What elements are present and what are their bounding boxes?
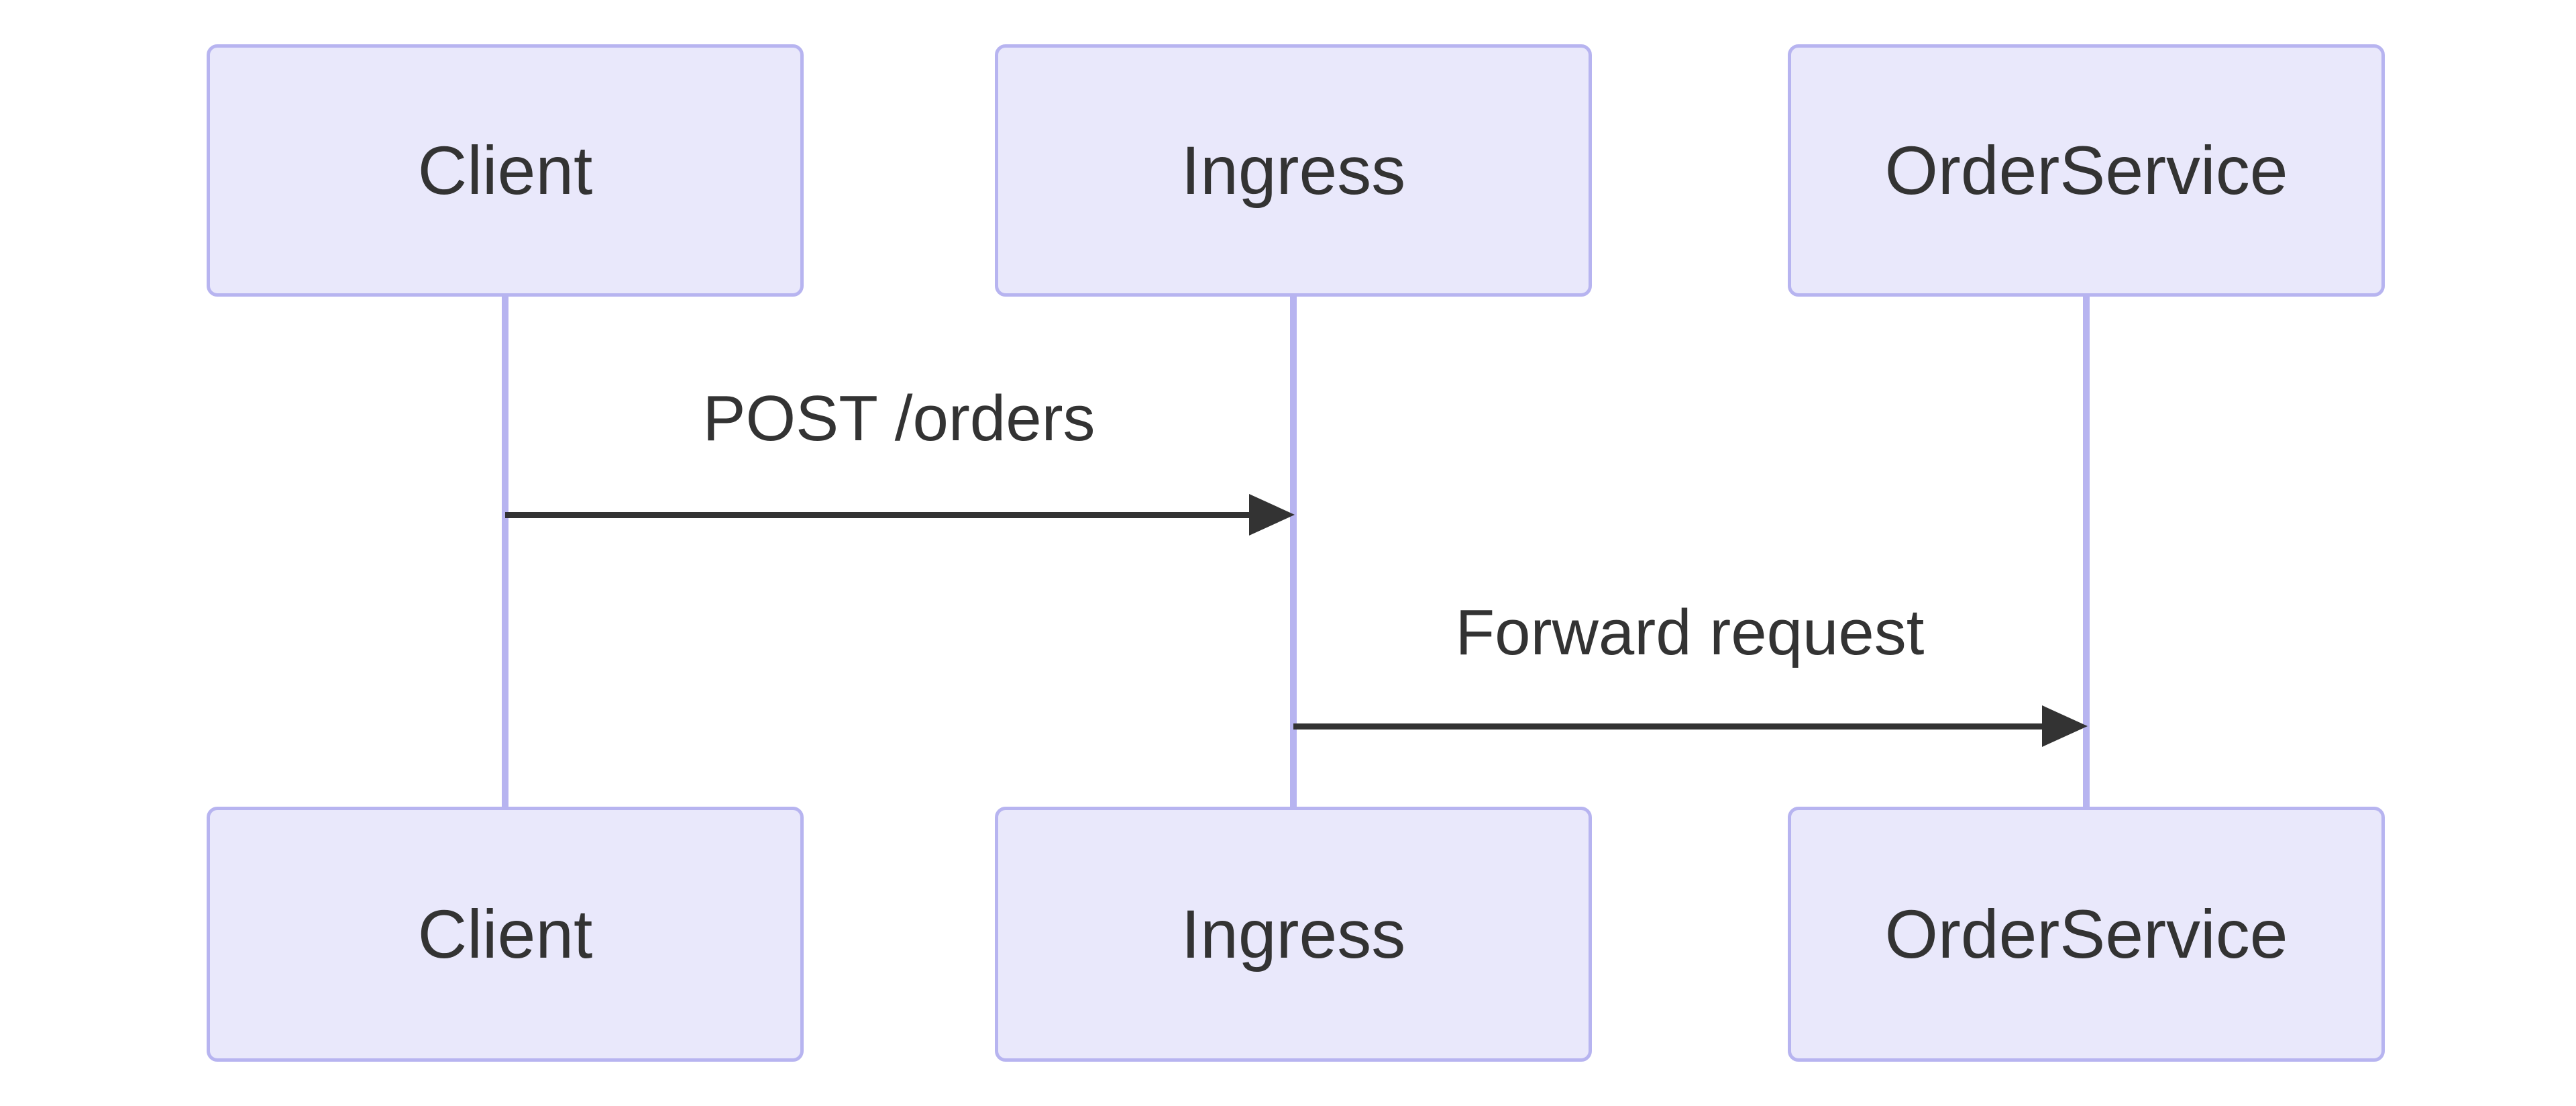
message-label-post-orders: POST /orders: [702, 383, 1095, 454]
actor-box-top-ingress: Ingress: [995, 44, 1592, 297]
actor-box-bottom-client: Client: [207, 807, 804, 1062]
actor-box-top-orderservice: OrderService: [1788, 44, 2385, 297]
actor-label-client-top: Client: [417, 132, 593, 209]
actor-label-orderservice-top: OrderService: [1884, 132, 2288, 209]
message-line-forward-request: [1293, 723, 2047, 730]
actor-label-orderservice-bottom: OrderService: [1884, 896, 2288, 972]
lifeline-ingress: [1290, 297, 1297, 807]
actor-box-bottom-orderservice: OrderService: [1788, 807, 2385, 1062]
actor-label-ingress-top: Ingress: [1181, 132, 1406, 209]
message-label-forward-request: Forward request: [1455, 597, 1925, 668]
arrowhead-icon: [1249, 494, 1295, 536]
actor-label-ingress-bottom: Ingress: [1181, 896, 1406, 972]
lifeline-orderservice: [2083, 297, 2090, 807]
arrowhead-icon: [2042, 705, 2088, 747]
message-line-post-orders: [505, 512, 1254, 518]
actor-box-bottom-ingress: Ingress: [995, 807, 1592, 1062]
lifeline-client: [502, 297, 508, 807]
actor-box-top-client: Client: [207, 44, 804, 297]
actor-label-client-bottom: Client: [417, 896, 593, 972]
